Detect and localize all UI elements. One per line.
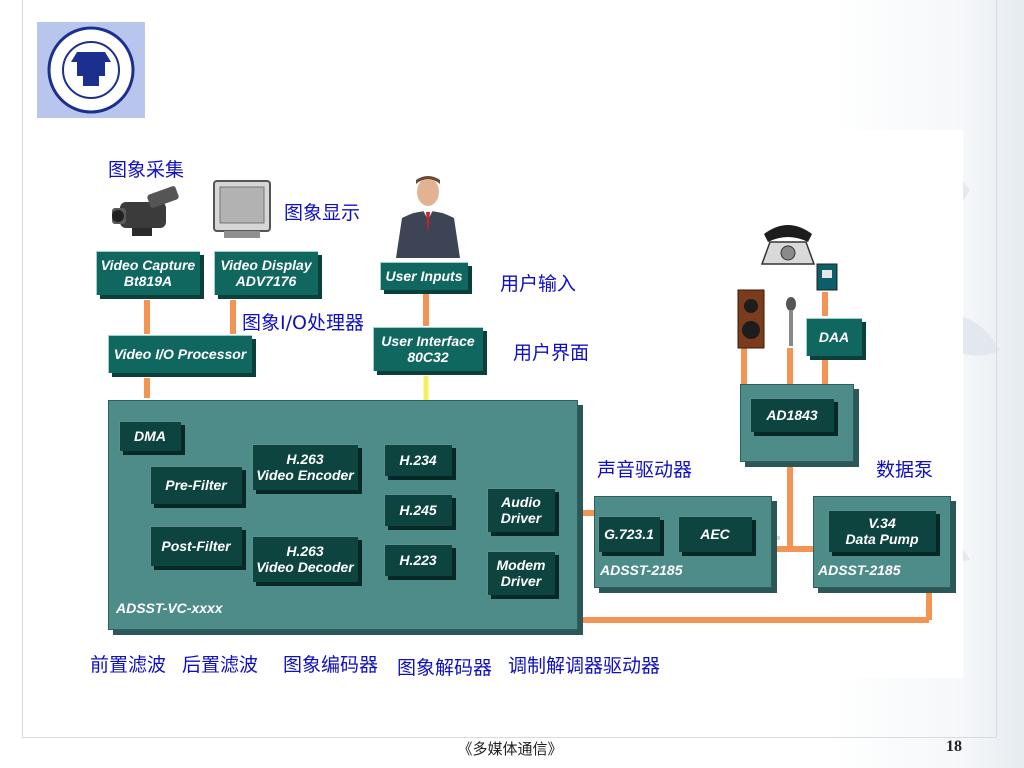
monitor-icon [213,180,271,238]
audio-chip-label: ADSST-2185 [600,562,683,578]
h234-block: H.234 [384,444,452,476]
post-filter-label: Post-Filter [161,538,231,554]
h245-label: H.245 [399,502,437,518]
audio-driver-line2: Driver [500,510,542,526]
g7231-label: G.723.1 [604,526,654,542]
video-capture-line2: Bt819A [123,273,173,289]
aec-block: AEC [678,516,752,552]
label-audio-driver: 声音驱动器 [597,459,693,481]
dma-block: DMA [119,421,181,451]
h263-decoder-line1: H.263 [286,543,324,559]
frame-rule-left [22,0,23,738]
daa-label: DAA [818,329,850,345]
label-capture: 图象采集 [108,159,185,181]
frame-rule-bottom [22,737,997,738]
video-io-processor-label: Video I/O Processor [113,346,247,362]
pre-filter-label: Pre-Filter [165,477,227,493]
video-capture-line1: Video Capture [100,257,196,273]
telephone-icon [760,225,816,265]
h263-encoder-line2: Video Encoder [256,467,354,483]
h223-block: H.223 [384,544,452,576]
g7231-block: G.723.1 [598,516,660,552]
page-number: 18 [946,738,962,755]
label-display: 图象显示 [284,202,361,224]
speaker-icon [737,289,765,349]
user-inputs-label: User Inputs [385,268,463,284]
label-pre-filter: 前置滤波 [90,654,167,676]
ad1843-label: AD1843 [766,407,818,423]
user-interface-line1: User Interface [381,333,475,349]
university-seal-icon [47,26,135,114]
camcorder-icon [112,186,179,236]
main-chip-label: ADSST-VC-xxxx [116,600,223,616]
footer-course-title: 《多媒体通信》 [457,740,563,758]
user-interface-line2: 80C32 [407,349,449,365]
v34-line1: V.34 [868,515,896,531]
h245-block: H.245 [384,494,452,526]
v34-line2: Data Pump [845,531,919,547]
label-post-filter: 后置滤波 [182,654,259,676]
h234-label: H.234 [399,452,437,468]
h263-encoder-line1: H.263 [286,451,324,467]
university-logo [37,22,145,118]
label-data-pump: 数据泵 [876,459,934,481]
frame-rule-right [996,0,997,738]
label-encoder: 图象编码器 [283,654,379,676]
label-decoder: 图象解码器 [397,657,493,679]
audio-driver-line1: Audio [501,494,541,510]
aec-label: AEC [700,526,730,542]
ad1843-block: AD1843 [750,398,834,432]
user-inputs-block: User Inputs [380,262,468,290]
label-user-interface: 用户界面 [513,342,590,364]
video-io-processor-block: Video I/O Processor [108,335,252,373]
h263-decoder-line2: Video Decoder [256,559,354,575]
video-display-line1: Video Display [220,257,312,273]
phone-jack-icon [816,263,838,291]
video-display-line2: ADV7176 [235,273,297,289]
presenter-icon [396,176,460,258]
pre-filter-block: Pre-Filter [150,466,242,504]
daa-block: DAA [806,318,862,356]
label-io-processor: 图象I/O处理器 [242,312,364,334]
post-filter-block: Post-Filter [150,526,242,566]
modem-driver-line2: Driver [500,573,542,589]
label-user-input: 用户输入 [500,273,577,295]
microphone-icon [786,297,796,346]
h223-label: H.223 [399,552,437,568]
modem-driver-line1: Modem [496,557,546,573]
dma-label: DMA [134,428,166,444]
label-modem-driver: 调制解调器驱动器 [508,655,661,677]
modem-chip-label: ADSST-2185 [818,562,901,578]
